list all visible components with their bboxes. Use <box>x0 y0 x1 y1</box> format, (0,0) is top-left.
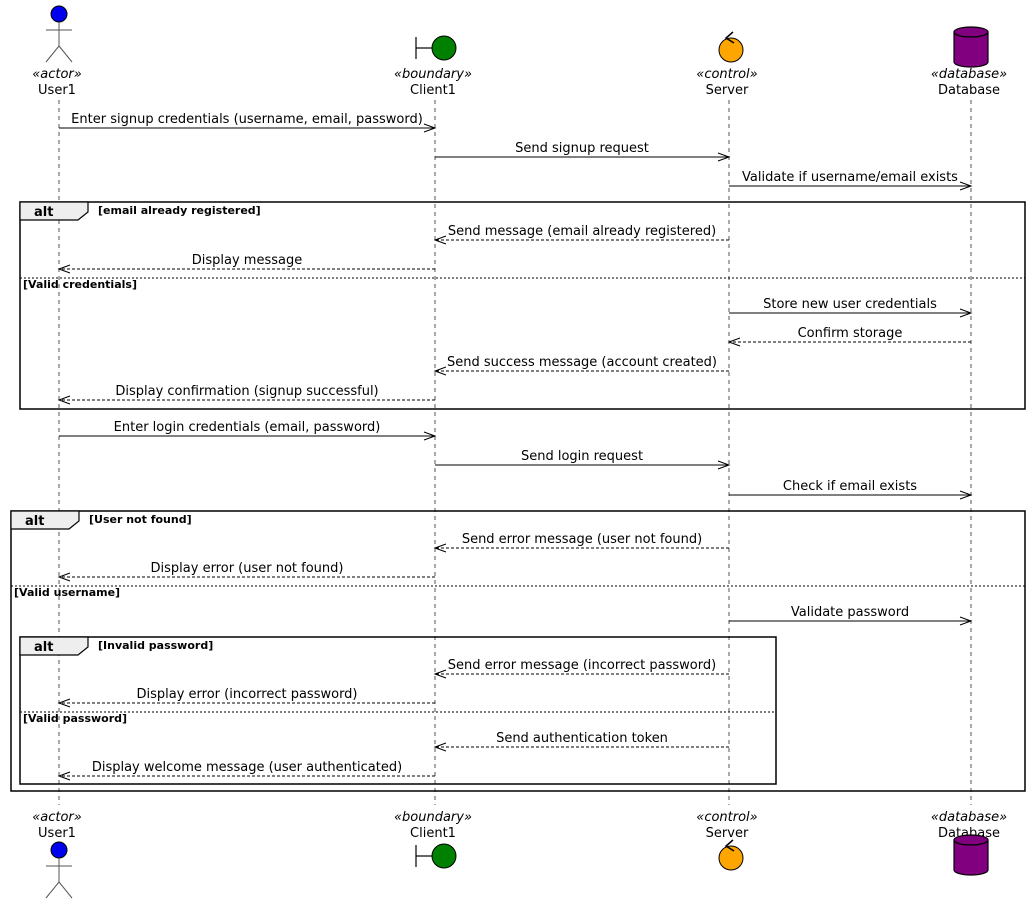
server-stereotype-top: «control» <box>696 67 757 82</box>
message-3: Send message (email already registered) <box>433 224 729 245</box>
message-arrowhead <box>959 308 973 318</box>
message-arrowhead <box>959 181 973 191</box>
message-1: Send signup request <box>435 141 731 162</box>
message-arrowhead <box>717 152 731 162</box>
message-label: Display welcome message (user authentica… <box>92 760 402 775</box>
alt-fragment-else-guard-1: [Valid username] <box>14 586 120 599</box>
message-arrowhead <box>57 698 71 708</box>
alt-fragment-2 <box>19 636 777 785</box>
alt-fragment-guard-0: [email already registered] <box>98 204 261 217</box>
message-label: Send success message (account created) <box>447 355 717 370</box>
message-4: Display message <box>57 253 435 274</box>
message-arrowhead <box>959 490 973 500</box>
alt-fragment-guard-1: [User not found] <box>89 513 192 526</box>
message-label: Display message <box>192 253 302 268</box>
message-label: Send error message (user not found) <box>462 532 702 547</box>
alt-fragment-label-0: alt <box>34 205 53 220</box>
message-6: Confirm storage <box>727 326 971 347</box>
alt-fragment-1 <box>10 510 1026 792</box>
message-arrowhead <box>57 264 71 274</box>
server-name-top: Server <box>706 83 749 98</box>
message-8: Display confirmation (signup successful) <box>57 384 435 405</box>
server-control-icon-top <box>718 31 744 63</box>
message-arrowhead <box>57 771 71 781</box>
message-10: Send login request <box>435 449 731 470</box>
message-label: Send error message (incorrect password) <box>448 658 716 673</box>
message-arrowhead <box>433 669 447 679</box>
message-label: Send message (email already registered) <box>448 224 716 239</box>
message-label: Display error (incorrect password) <box>136 687 357 702</box>
alt-fragment-else-guard-2: [Valid password] <box>23 712 127 725</box>
message-0: Enter signup credentials (username, emai… <box>59 112 437 133</box>
alt-fragment-0 <box>19 201 1026 410</box>
message-12: Send error message (user not found) <box>433 532 729 553</box>
server-control-icon-bottom <box>718 839 744 871</box>
message-9: Enter login credentials (email, password… <box>59 420 437 441</box>
message-arrowhead <box>423 431 437 441</box>
message-label: Send signup request <box>515 141 649 156</box>
message-label: Enter signup credentials (username, emai… <box>71 112 423 127</box>
message-label: Display error (user not found) <box>151 561 344 576</box>
message-arrowhead <box>433 742 447 752</box>
message-label: Send authentication token <box>496 731 668 746</box>
alt-fragment-label-1: alt <box>25 514 44 529</box>
client1-boundary-icon-top <box>415 35 457 61</box>
message-label: Store new user credentials <box>763 297 937 312</box>
message-15: Send error message (incorrect password) <box>433 658 729 679</box>
message-17: Send authentication token <box>433 731 729 752</box>
message-label: Validate password <box>791 605 909 620</box>
alt-fragment-else-guard-0: [Valid credentials] <box>23 278 137 291</box>
message-arrowhead <box>433 366 447 376</box>
message-arrowhead <box>423 123 437 133</box>
user1-actor-icon-top <box>45 5 73 63</box>
server-stereotype-bottom: «control» <box>696 810 757 825</box>
message-arrowhead <box>727 337 741 347</box>
message-18: Display welcome message (user authentica… <box>57 760 435 781</box>
database-name-top: Database <box>938 83 1000 98</box>
user1-stereotype-top: «actor» <box>32 67 82 82</box>
database-stereotype-top: «database» <box>931 67 1007 82</box>
client1-name-bottom: Client1 <box>410 826 456 841</box>
message-label: Enter login credentials (email, password… <box>114 420 381 435</box>
alt-fragment-guard-2: [Invalid password] <box>98 639 213 652</box>
client1-name-top: Client1 <box>410 83 456 98</box>
message-arrowhead <box>959 616 973 626</box>
message-16: Display error (incorrect password) <box>57 687 435 708</box>
database-stereotype-bottom: «database» <box>931 810 1007 825</box>
message-label: Confirm storage <box>798 326 903 341</box>
alt-fragment-tab-2 <box>19 636 89 656</box>
message-13: Display error (user not found) <box>57 561 435 582</box>
message-label: Send login request <box>521 449 643 464</box>
message-14: Validate password <box>729 605 973 626</box>
alt-fragment-label-2: alt <box>34 640 53 655</box>
client1-boundary-icon-bottom <box>415 843 457 869</box>
alt-fragment-tab-1 <box>10 510 80 530</box>
message-arrowhead <box>717 460 731 470</box>
server-name-bottom: Server <box>706 826 749 841</box>
message-2: Validate if username/email exists <box>729 170 973 191</box>
message-arrowhead <box>433 235 447 245</box>
message-arrowhead <box>57 395 71 405</box>
message-arrowhead <box>433 543 447 553</box>
message-arrowhead <box>57 572 71 582</box>
user1-stereotype-bottom: «actor» <box>32 810 82 825</box>
message-11: Check if email exists <box>729 479 973 500</box>
message-label: Display confirmation (signup successful) <box>115 384 378 399</box>
user1-name-bottom: User1 <box>38 826 76 841</box>
message-7: Send success message (account created) <box>433 355 729 376</box>
client1-stereotype-bottom: «boundary» <box>394 810 472 825</box>
database-database-icon-top <box>953 26 989 68</box>
client1-stereotype-top: «boundary» <box>394 67 472 82</box>
user1-name-top: User1 <box>38 83 76 98</box>
database-database-icon-bottom <box>953 834 989 876</box>
user1-actor-icon-bottom <box>45 841 73 899</box>
message-label: Check if email exists <box>783 479 917 494</box>
alt-fragment-tab-0 <box>19 201 89 221</box>
message-label: Validate if username/email exists <box>742 170 958 185</box>
message-5: Store new user credentials <box>729 297 973 318</box>
